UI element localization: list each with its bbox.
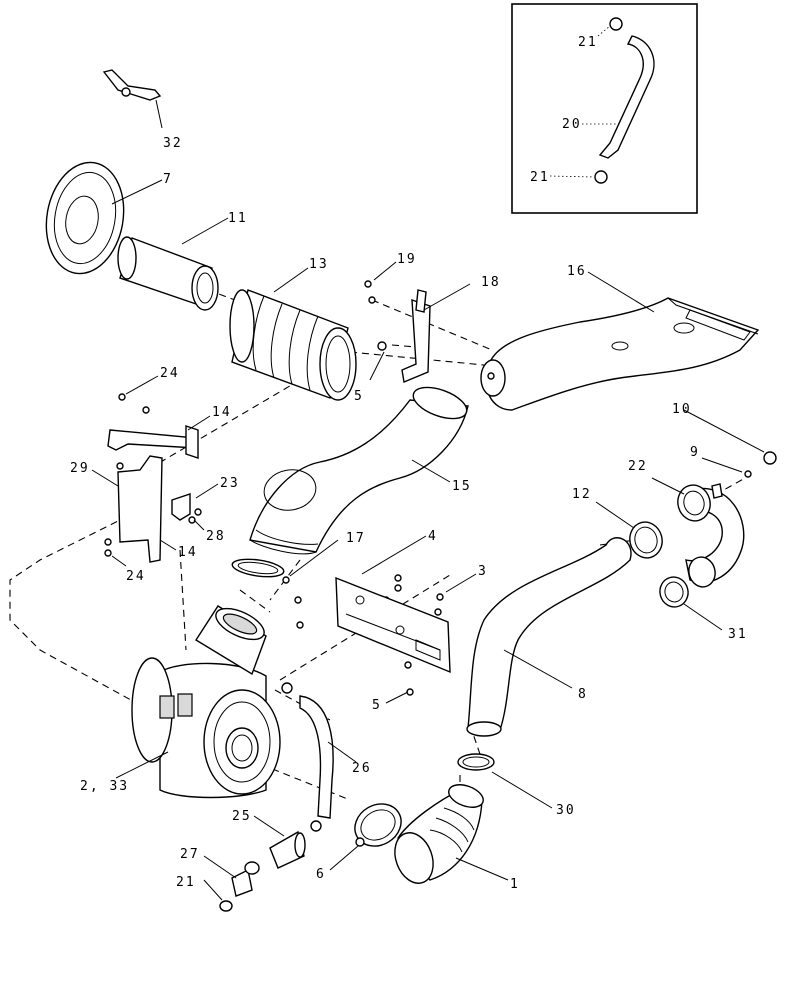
callout-11: 11: [228, 211, 248, 226]
elbow-1: [394, 784, 484, 884]
housing-2-33: [131, 605, 293, 799]
callout-24-upper: 24: [160, 366, 180, 381]
callout-16: 16: [567, 264, 587, 279]
bracket-18: [401, 289, 431, 383]
callout-9: 9: [690, 445, 700, 460]
clamp-31: [659, 576, 689, 608]
fitting-27-21: [219, 861, 260, 912]
callout-28: 28: [206, 529, 226, 544]
callout-14-upper: 14: [212, 405, 232, 420]
callout-5-lower: 5: [372, 698, 382, 713]
tube-8: [466, 537, 632, 737]
callout-30: 30: [556, 803, 576, 818]
callout-27: 27: [180, 847, 200, 862]
callout-32: 32: [163, 136, 183, 151]
callout-10: 10: [672, 402, 692, 417]
callout-23: 23: [220, 476, 240, 491]
callout-2-33: 2, 33: [80, 779, 129, 794]
callout-21-lower: 21: [176, 875, 196, 890]
plate-4: [335, 576, 451, 674]
callout-20: 20: [562, 117, 582, 132]
filter-11: [117, 236, 219, 311]
fitting-21-bottom: [594, 170, 608, 184]
hose-26: [299, 695, 334, 819]
clamp-6: [354, 803, 402, 847]
callout-19: 19: [397, 252, 417, 267]
hose-20: [598, 35, 655, 159]
callout-7: 7: [163, 172, 173, 187]
callout-21-inset-top: 21: [578, 35, 598, 50]
callout-5-upper: 5: [354, 389, 364, 404]
clamp-17: [231, 558, 290, 584]
callout-6: 6: [316, 867, 326, 882]
callout-22: 22: [628, 459, 648, 474]
callout-18: 18: [481, 275, 501, 290]
elbow-22: [677, 483, 745, 588]
inset-detail: [511, 3, 698, 214]
clamp-30: [457, 753, 495, 771]
cover-7: [45, 161, 125, 275]
clamp-12: [629, 521, 663, 559]
callout-1: 1: [510, 877, 520, 892]
callout-8: 8: [578, 687, 588, 702]
callout-13: 13: [309, 257, 329, 272]
leader-lines: [91, 99, 765, 901]
callout-21-inset-bottom: 21: [530, 170, 550, 185]
callout-29: 29: [70, 461, 90, 476]
clip-32: [102, 69, 162, 101]
brackets-14-29-23: [107, 425, 199, 563]
callout-3: 3: [478, 564, 488, 579]
valve-25: [269, 820, 322, 869]
callout-4: 4: [428, 529, 438, 544]
callout-24-lower: 24: [126, 569, 146, 584]
callout-14-lower: 14: [178, 545, 198, 560]
callout-26: 26: [352, 761, 372, 776]
duct-16: [480, 297, 760, 411]
callout-12: 12: [572, 487, 592, 502]
fitting-21-top: [609, 17, 623, 31]
bellows-13: [229, 289, 357, 401]
callout-25: 25: [232, 809, 252, 824]
callout-31: 31: [728, 627, 748, 642]
duct-15: [249, 386, 469, 555]
callout-17: 17: [346, 531, 366, 546]
callout-15: 15: [452, 479, 472, 494]
callout-labels: 32 7 11 13 19 18 16 5 24 14 10 9 22 29 1…: [70, 35, 748, 892]
